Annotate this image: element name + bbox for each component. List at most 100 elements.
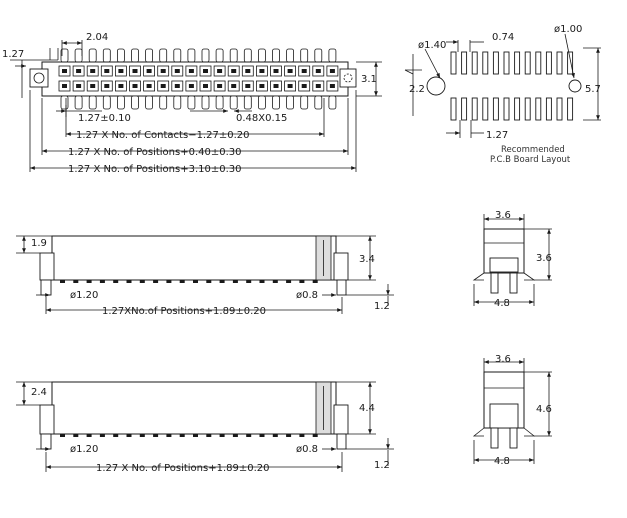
- dim-end2-bottom-width: 4.8: [494, 456, 510, 467]
- top-pin-lower: [74, 95, 83, 110]
- pcb-pad-bottom: [461, 97, 468, 121]
- top-pin-upper: [201, 48, 210, 63]
- pcb-pad-bottom: [450, 97, 457, 121]
- leg-tip: [86, 280, 92, 283]
- leg-tip: [193, 434, 198, 437]
- dim-pin-width: 0.48X0.15: [236, 113, 287, 124]
- top-contact-slot: [104, 84, 110, 88]
- top-pin-upper: [102, 48, 111, 63]
- pcb-pad-bottom: [535, 97, 542, 121]
- top-contact-slot: [315, 69, 321, 73]
- pcb-pad-top: [503, 51, 510, 75]
- dim-end1-height: 3.6: [536, 253, 552, 264]
- side2-left-post: [40, 433, 52, 450]
- pcb-pad-bottom: [492, 97, 499, 121]
- top-pin-lower: [300, 95, 309, 110]
- top-pins-upper: [60, 48, 337, 63]
- dim-side1-post-right: ø0.8: [296, 290, 318, 301]
- pcb-pad-top: [461, 51, 468, 75]
- top-pin-upper: [131, 48, 139, 63]
- dim-pad-width: 0.74: [492, 32, 514, 43]
- pcb-pad-bottom: [556, 97, 563, 121]
- top-contact-slot: [231, 69, 237, 73]
- top-contact-slot: [203, 84, 208, 88]
- pcb-pad-bottom: [567, 97, 574, 121]
- top-pin-upper: [215, 48, 224, 63]
- dim-end1-top-width: 3.6: [495, 210, 511, 221]
- dim-side1-left-height: 1.9: [31, 238, 47, 249]
- top-pin-lower: [314, 95, 323, 110]
- pcb-pad-top: [450, 51, 457, 75]
- pcb-pads-bottom: [450, 97, 574, 121]
- top-contact-slot: [146, 69, 152, 73]
- top-pin-upper: [328, 48, 337, 63]
- top-contact-slot: [62, 69, 67, 73]
- end2-socket: [489, 403, 519, 429]
- pcb-hole-large: [426, 76, 446, 96]
- top-contact-slot: [174, 69, 180, 73]
- top-contact-slot: [231, 84, 237, 88]
- top-contact-slot: [62, 84, 67, 88]
- leg-tip: [312, 434, 318, 437]
- top-pin-upper: [88, 48, 97, 63]
- leg-tip: [139, 280, 145, 283]
- side2-right-tab: [333, 404, 349, 435]
- top-contact-slot: [132, 84, 138, 88]
- top-contact-slot: [273, 84, 279, 88]
- leg-tip: [206, 280, 212, 283]
- top-right-hole: [343, 73, 353, 83]
- pcb-pad-top: [471, 51, 478, 75]
- top-pin-upper: [243, 48, 252, 63]
- top-contact-slot: [287, 84, 293, 88]
- leg-tip: [126, 280, 132, 283]
- leg-tip: [166, 434, 172, 437]
- dim-pin-pitch: 1.27±0.10: [78, 113, 131, 124]
- side1-right-tab: [333, 252, 349, 281]
- top-contacts: [58, 65, 339, 92]
- top-contact-slot: [90, 69, 96, 73]
- side2-left-tab: [39, 404, 55, 435]
- top-contact-slot: [188, 84, 194, 88]
- dim-height-right: 3.1: [361, 74, 377, 85]
- leg-tip: [126, 434, 132, 437]
- leg-tip: [153, 280, 159, 283]
- top-pin-lower: [131, 95, 139, 110]
- end-view-2: 3.6 4.6 4.8: [472, 354, 552, 467]
- top-right-tab: [339, 68, 357, 88]
- dim-contacts-formula: 1.27 X No. of Contacts−1.27±0.20: [76, 130, 249, 141]
- side1-left-post: [40, 279, 52, 296]
- top-pin-upper: [145, 48, 154, 63]
- top-contact-slot: [301, 69, 307, 73]
- top-left-hole: [33, 72, 45, 84]
- top-contact-slot: [259, 69, 265, 73]
- leg-tip: [113, 434, 119, 437]
- top-pin-lower: [229, 95, 238, 110]
- top-pins-lower: [60, 95, 337, 110]
- side-view-2: 2.4 4.4 ø1.20 ø0.8 1.2 1.27 X No. of Pos…: [16, 381, 394, 474]
- top-contact-slot: [287, 69, 293, 73]
- leg-tip: [113, 280, 119, 283]
- leg-tip: [139, 434, 145, 437]
- dim-side1-post-length: 1.2: [374, 301, 390, 312]
- dim-side1-right-height: 3.4: [359, 254, 375, 265]
- end-view-1: 3.6 3.6 4.8: [472, 210, 552, 309]
- top-contact-slot: [245, 69, 251, 73]
- dim-pitch-left: 1.27: [2, 49, 24, 60]
- pcb-pad-top: [524, 51, 531, 75]
- side2-body: [51, 381, 337, 435]
- caption-line-2: P.C.B Board Layout: [490, 155, 571, 165]
- dim-end1-bottom-width: 4.8: [494, 298, 510, 309]
- pcb-pad-top: [556, 51, 563, 75]
- top-pin-lower: [173, 95, 182, 110]
- dim-left-height: 2.2: [409, 84, 425, 95]
- top-contact-slot: [174, 84, 180, 88]
- dim-pitch-top: 2.04: [86, 32, 108, 43]
- side1-legs: [60, 280, 318, 283]
- leg-tip: [272, 280, 278, 283]
- pcb-pad-top: [492, 51, 499, 75]
- top-contact-slot: [203, 69, 208, 73]
- top-pin-lower: [272, 95, 280, 110]
- dim-side2-left-height: 2.4: [31, 387, 47, 398]
- pcb-pad-bottom: [482, 97, 489, 121]
